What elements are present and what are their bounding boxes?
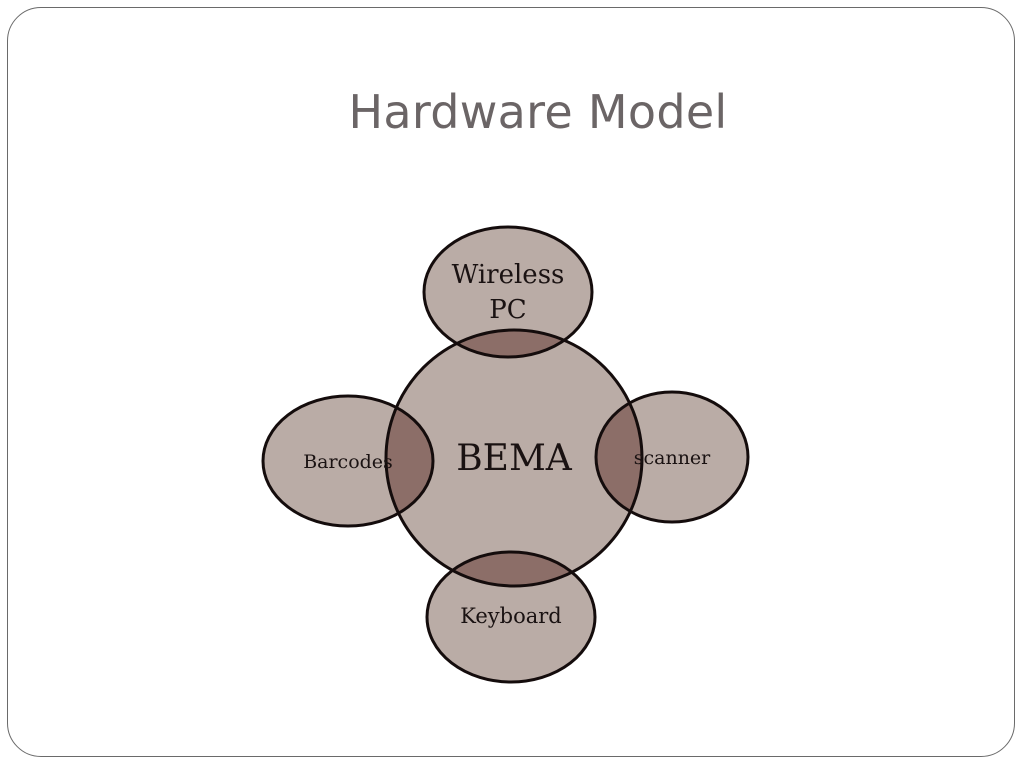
satellite-right-label: scanner [634, 447, 711, 469]
satellite-top-ellipse [424, 227, 592, 357]
satellite-bottom-ellipse [427, 552, 595, 682]
slide-title: Hardware Model [348, 85, 728, 139]
satellite-left-outline [261, 394, 435, 528]
satellite-left-label: Barcodes [303, 451, 393, 473]
outline-layer [261, 225, 750, 684]
center-outline [384, 328, 644, 588]
satellite-bottom-label: Keyboard [460, 604, 562, 628]
overlap-right [596, 392, 642, 522]
center-circle [386, 330, 642, 586]
center-label: BEMA [456, 438, 573, 479]
satellite-top-label-line2: PC [489, 295, 526, 325]
satellite-right-outline [594, 390, 750, 524]
satellite-top-outline [422, 225, 594, 359]
satellite-top-label-line1: Wireless [452, 260, 565, 290]
satellite-bottom-outline [425, 550, 597, 684]
